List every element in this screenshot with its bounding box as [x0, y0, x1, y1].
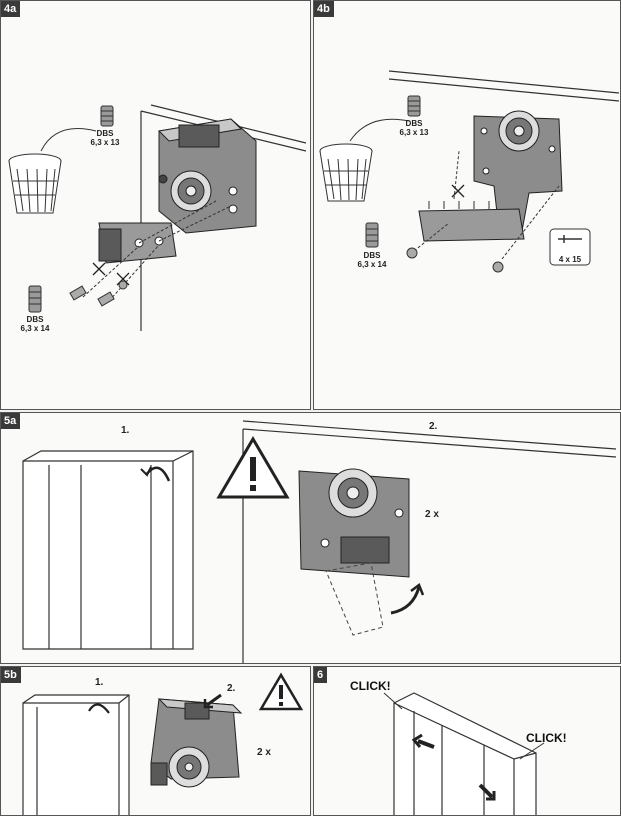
panel-4a: 4a	[0, 0, 311, 410]
dbs-label-left: DBS 6,3 x 14	[357, 251, 387, 269]
click-label-left: CLICK!	[350, 679, 391, 693]
runner-bracket	[298, 468, 410, 578]
panel-5b: 5b 1. 2. 2 x	[0, 666, 311, 816]
click-label-right: CLICK!	[526, 731, 567, 745]
panel-5a: 5a 1. 2. 2 x	[0, 412, 621, 664]
screw-size-label: 4 x 15	[558, 255, 582, 264]
illustration-5a	[22, 420, 617, 663]
screw-icon	[407, 95, 421, 117]
rotate-arrow-icon	[140, 466, 152, 477]
lever-ghost	[325, 562, 384, 636]
illustration-5b	[22, 672, 304, 815]
rotate-arrow-icon	[390, 586, 421, 615]
screw-icon	[549, 228, 591, 266]
illustration-4b	[319, 70, 620, 273]
removed-part-cross	[451, 184, 465, 198]
panel-4b: 4b	[313, 0, 621, 410]
wardrobe	[22, 694, 130, 815]
alignment-lines	[82, 200, 232, 302]
quantity-label: 2 x	[425, 509, 439, 520]
push-arrow-icon	[203, 699, 213, 709]
screw-icon	[100, 105, 114, 127]
warning-triangle-icon	[216, 436, 290, 499]
top-rail	[388, 70, 620, 102]
rotate-arrow-icon	[88, 703, 110, 714]
panel-6: 6 CLICK! CLICK!	[313, 666, 621, 816]
alignment-lines	[413, 150, 560, 260]
push-arrow-icon	[486, 791, 496, 801]
step-tag-5a: 5a	[1, 413, 21, 429]
push-arrow-icon	[206, 693, 222, 707]
rotate-arrow-icon	[410, 583, 425, 596]
warning-triangle-icon	[258, 672, 304, 711]
dbs-label-bottom: DBS 6,3 x 14	[20, 315, 50, 333]
step-1-label: 1.	[121, 425, 130, 436]
step-2-label: 2.	[429, 421, 438, 432]
step-tag-5b: 5b	[1, 667, 21, 683]
step-tag-4b: 4b	[314, 1, 334, 17]
divider-rail	[242, 420, 617, 663]
screw-icon	[365, 222, 504, 273]
illustration-6	[383, 692, 545, 815]
illustration-4a	[8, 104, 307, 331]
discard-arrow	[349, 118, 410, 142]
fitting-plate	[98, 222, 177, 264]
step-tag-6: 6	[314, 667, 328, 683]
fitting-plate	[418, 201, 525, 242]
wardrobe	[22, 450, 194, 650]
step-tag-4a: 4a	[1, 1, 21, 17]
step-1-label: 1.	[95, 677, 104, 688]
runner-bracket	[473, 110, 563, 232]
dbs-label-top: DBS 6,3 x 13	[90, 129, 120, 147]
screw-icon	[69, 280, 128, 307]
pointer-line	[383, 692, 403, 710]
dbs-label-top: DBS 6,3 x 13	[399, 119, 429, 137]
runner-bracket	[150, 698, 243, 788]
push-arrow-icon	[417, 739, 435, 749]
discard-arrow	[40, 128, 97, 152]
screw-icon	[28, 285, 42, 313]
quantity-label: 2 x	[257, 747, 271, 758]
waste-basket-icon	[319, 143, 373, 202]
pointer-line	[519, 742, 545, 760]
waste-basket-icon	[8, 153, 62, 214]
runner-bracket	[157, 118, 257, 234]
push-arrow-icon	[411, 733, 423, 748]
step-2-label: 2.	[227, 683, 236, 694]
wardrobe	[393, 692, 537, 815]
push-arrow-icon	[478, 783, 494, 799]
